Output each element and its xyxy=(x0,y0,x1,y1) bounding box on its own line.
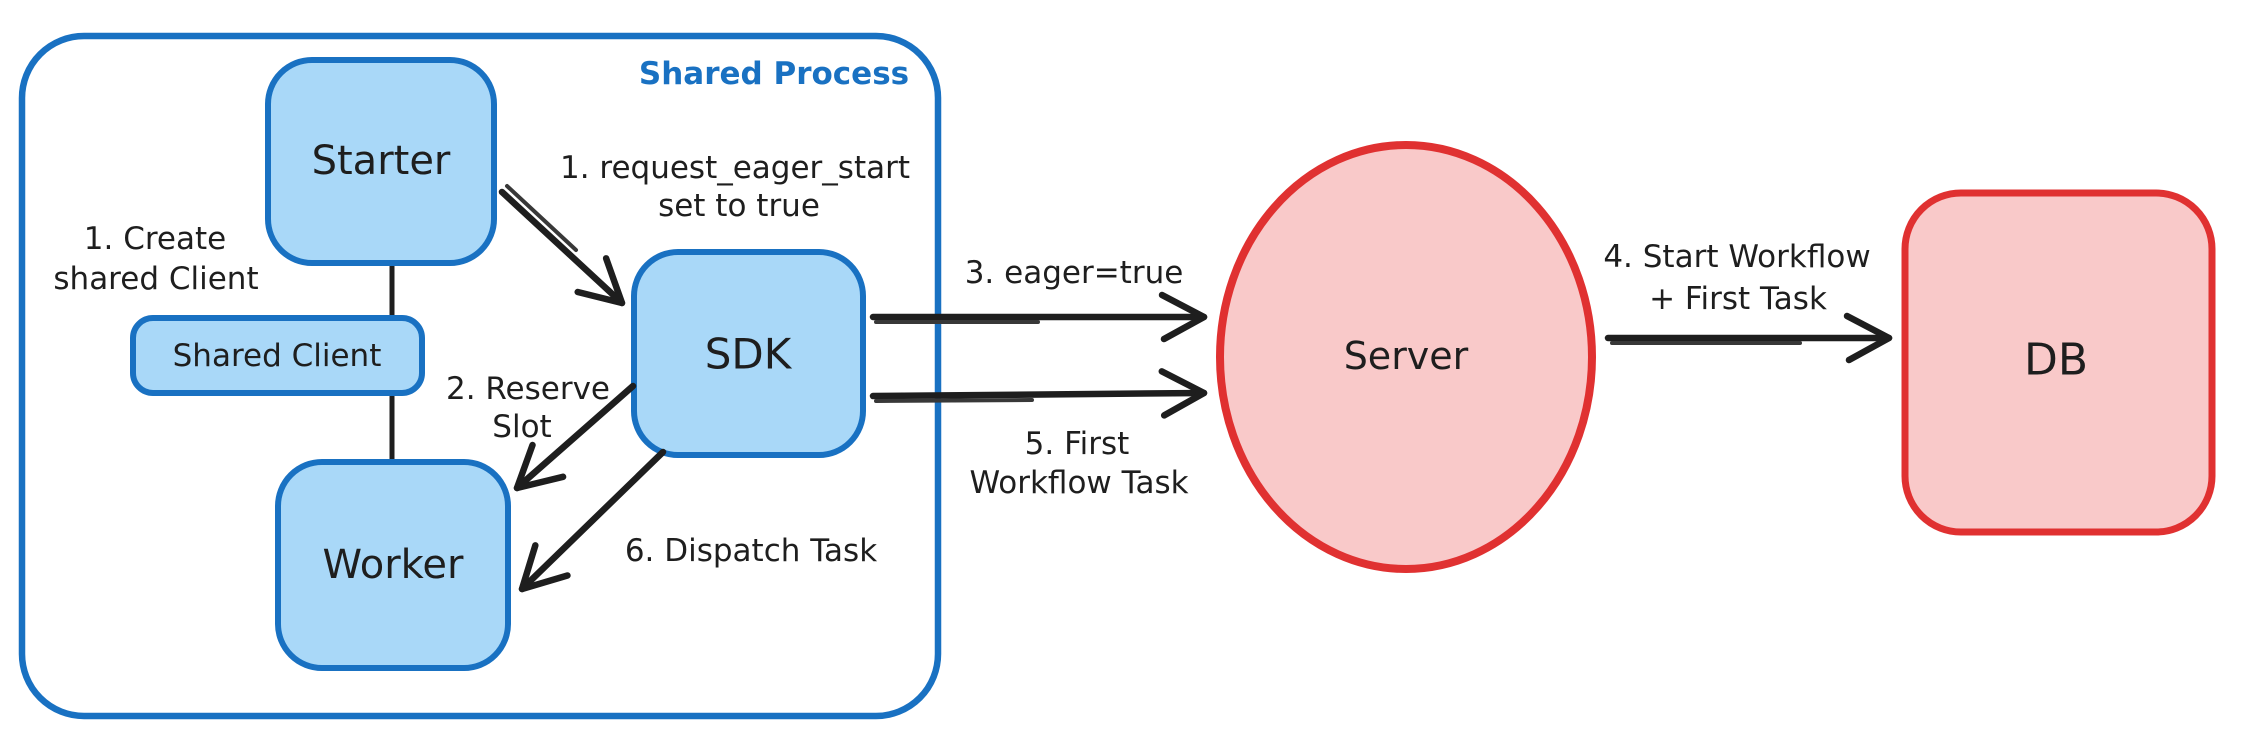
starter-node xyxy=(265,57,497,266)
arrow-request-eager-start xyxy=(498,188,626,307)
starter-node-label: Starter xyxy=(312,138,451,184)
arrow-first-workflow-task-overdraw xyxy=(874,398,1034,403)
shared-process-container xyxy=(18,32,942,720)
worker-node xyxy=(275,459,511,671)
shared-process-label: Shared Process xyxy=(639,56,909,92)
first-workflow-task-label-line1: 5. First xyxy=(1025,426,1130,462)
worker-node-label: Worker xyxy=(323,542,464,588)
start-workflow-label-line2: + First Task xyxy=(1649,281,1827,317)
eager-true-label: 3. eager=true xyxy=(965,255,1184,291)
first-workflow-task-label-line2: Workflow Task xyxy=(969,465,1188,501)
create-shared-client-label-line1: 1. Create xyxy=(84,221,226,257)
sdk-node-label: SDK xyxy=(705,330,793,379)
dispatch-task-label: 6. Dispatch Task xyxy=(625,533,877,569)
shared-client-node-label: Shared Client xyxy=(173,338,382,374)
arrow-reserve-slot xyxy=(513,382,637,492)
create-shared-client-label-line2: shared Client xyxy=(53,261,258,297)
shared-client-node xyxy=(130,315,425,396)
start-workflow-label-line1: 4. Start Workflow xyxy=(1603,239,1870,275)
reserve-slot-label-line1: 2. Reserve xyxy=(446,371,610,407)
arrow-first-workflow-task xyxy=(869,368,1208,419)
request-eager-start-label-line2: set to true xyxy=(658,188,820,224)
server-node-label: Server xyxy=(1344,334,1469,378)
db-node xyxy=(1901,189,2216,536)
sdk-node xyxy=(631,249,866,458)
db-node-label: DB xyxy=(2024,335,2088,386)
arrow-request-eager-start-overdraw xyxy=(505,184,578,252)
server-node xyxy=(1216,141,1596,573)
reserve-slot-label-line2: Slot xyxy=(492,409,551,445)
arrow-dispatch-task xyxy=(518,448,667,593)
request-eager-start-label-line1: 1. request_eager_start xyxy=(560,150,910,186)
